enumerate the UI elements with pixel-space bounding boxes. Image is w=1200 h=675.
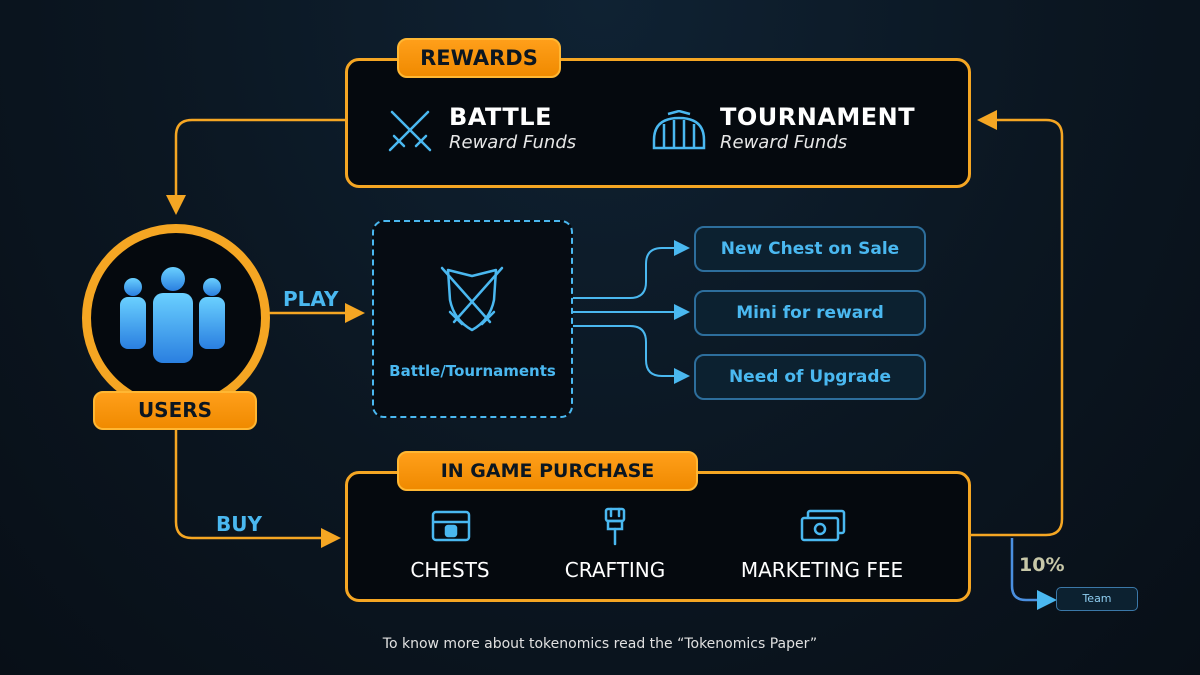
- crossed-swords-icon: [388, 110, 432, 152]
- rewards-tab: REWARDS: [397, 38, 561, 78]
- stadium-icon: [652, 110, 706, 150]
- buy-connector: [174, 430, 341, 548]
- battle-subtitle: Reward Funds: [449, 132, 577, 153]
- battle-title: BATTLE: [449, 103, 552, 131]
- footer-note: To know more about tokenomics read the “…: [382, 636, 818, 652]
- chests-label: CHESTS: [410, 558, 490, 582]
- battle-hub-box: [372, 220, 573, 418]
- rewards-panel: [345, 58, 971, 188]
- team-share-connector: [1010, 538, 1057, 610]
- users-label: USERS: [93, 391, 257, 430]
- battle-hub-label: Battle/Tournaments: [389, 362, 556, 380]
- chest-icon: [431, 510, 471, 542]
- marketing-fee-label: MARKETING FEE: [740, 558, 904, 582]
- tournament-title: TOURNAMENT: [720, 103, 916, 131]
- money-icon: [800, 509, 846, 542]
- crafting-label: CRAFTING: [564, 558, 666, 582]
- shield-swords-icon: [440, 266, 504, 332]
- outcome-connector-1: [572, 240, 690, 299]
- purchase-tab: IN GAME PURCHASE: [397, 451, 698, 491]
- play-label: PLAY: [283, 287, 339, 311]
- outcome-need-upgrade: Need of Upgrade: [694, 354, 926, 400]
- purchase-to-rewards-connector: [970, 110, 1064, 537]
- tournament-subtitle: Reward Funds: [720, 132, 848, 153]
- outcome-connector-3: [572, 325, 690, 384]
- brush-icon: [604, 507, 626, 546]
- outcome-new-chest: New Chest on Sale: [694, 226, 926, 272]
- buy-label: BUY: [216, 512, 262, 536]
- users-group-icon: [120, 267, 225, 363]
- rewards-to-users-connector: [166, 118, 345, 215]
- team-badge: Team: [1056, 587, 1138, 611]
- outcome-mini-reward: Mini for reward: [694, 290, 926, 336]
- team-share-label: 10%: [1019, 554, 1065, 576]
